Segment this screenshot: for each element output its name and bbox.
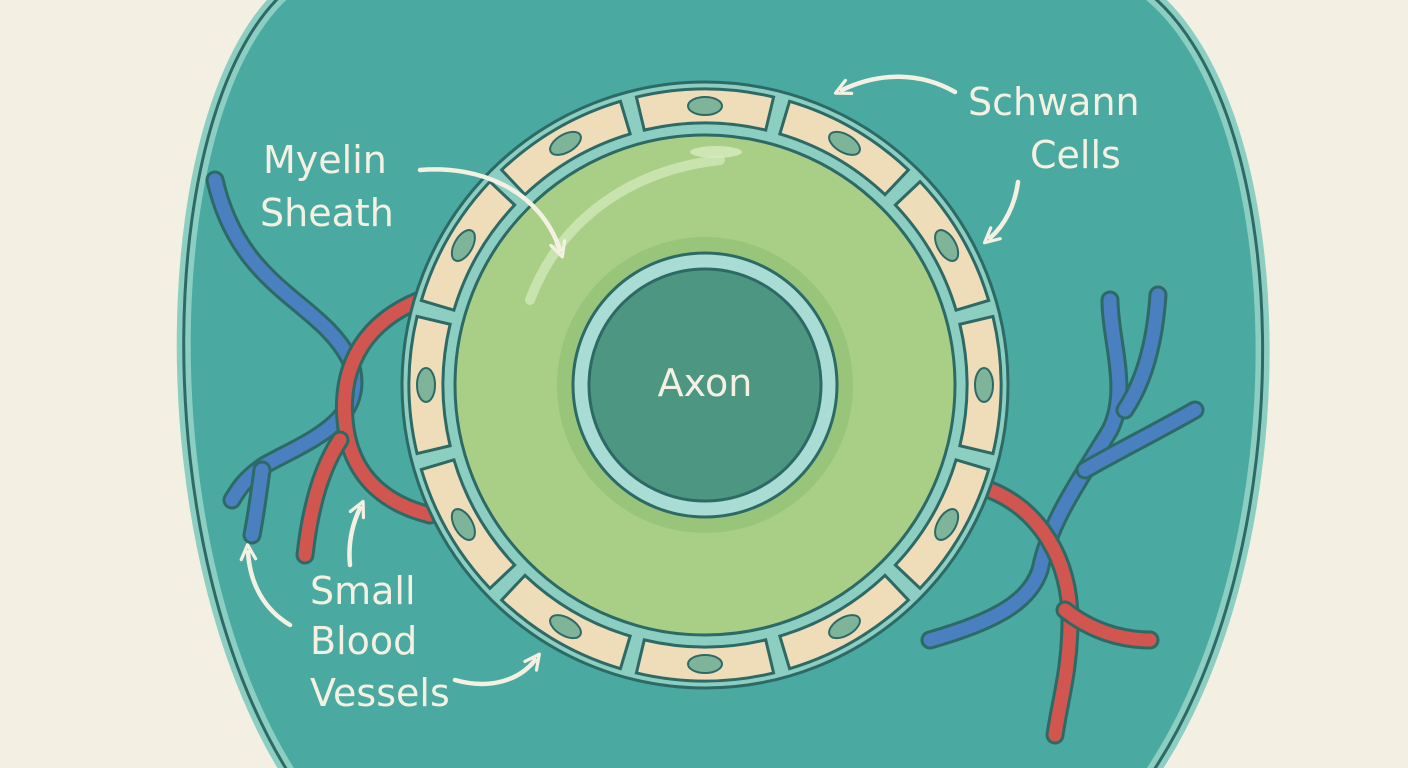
schwann-cell-nucleus [828,130,861,156]
blood-vessels-right [920,285,1205,745]
schwann-cell-nucleus [549,130,582,156]
schwann-cell-nucleus [974,367,994,403]
nerve-tissue-outline [182,0,1264,768]
myelin-highlight [525,155,725,305]
myelin-label-line1: Myelin [263,138,387,182]
schwann-arrow-top [833,74,958,96]
blood-vessels-left [205,170,440,565]
schwann-cell-nucleus [934,229,960,262]
schwann-label-line2: Cells [1030,133,1121,177]
vessels-arrow-left [239,543,293,628]
schwann-cells [407,87,1003,683]
schwann-cell-nucleus [687,96,723,116]
schwann-cell-nucleus [934,508,960,541]
vessels-label-line3: Vessels [310,671,450,715]
vessels-arrow-mid [347,499,366,568]
schwann-cell-nucleus [416,367,436,403]
vessels-arrow-bottom [452,652,541,687]
schwann-cell-nucleus [687,654,723,674]
axon-label: Axon [658,361,753,405]
vessels-label-line2: Blood [310,619,417,663]
schwann-arrow-side [982,179,1021,245]
schwann-cell-nucleus [450,508,476,541]
schwann-cell-nucleus [828,614,861,640]
myelin-gloss [690,146,742,158]
axon [587,267,823,503]
myelin-arrow [417,167,567,259]
schwann-cell-nucleus [450,229,476,262]
schwann-label-line1: Schwann [968,80,1140,124]
schwann-cell-nucleus [549,614,582,640]
myelin-label-line2: Sheath [260,191,394,235]
vessels-label-line1: Small [310,569,416,613]
